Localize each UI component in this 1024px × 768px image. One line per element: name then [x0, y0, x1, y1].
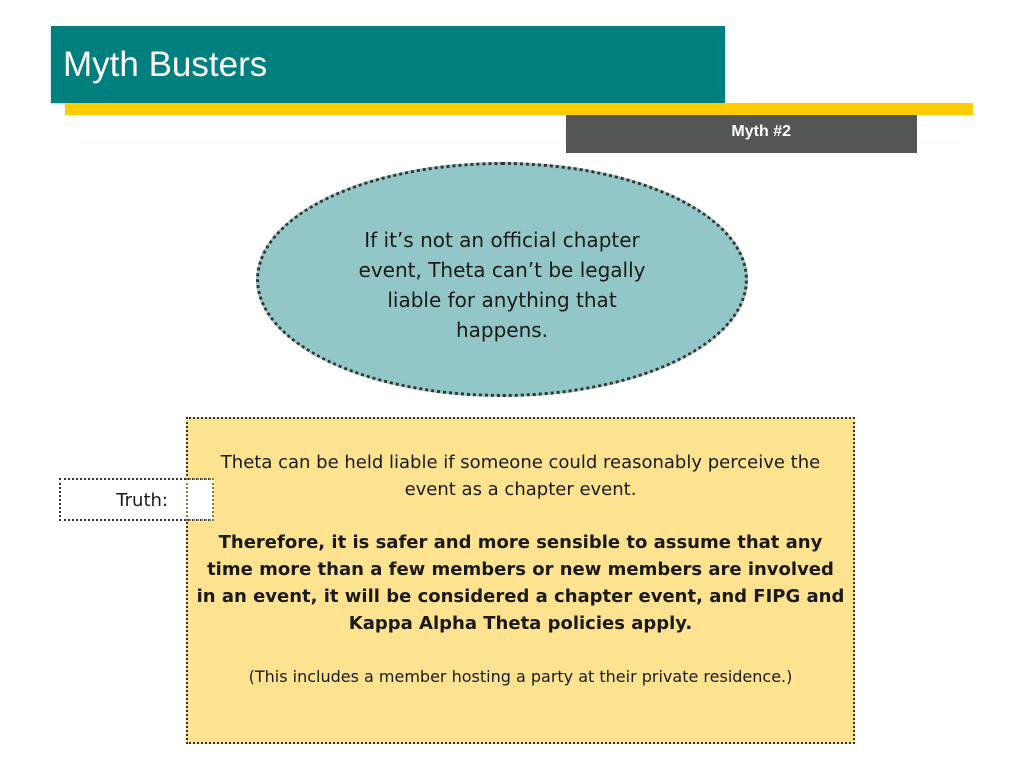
page-title: Myth Busters [63, 45, 268, 84]
myth-label: Myth #2 [731, 123, 791, 140]
truth-paragraph-1: Theta can be held liable if someone coul… [220, 452, 821, 500]
accent-stripe [65, 103, 973, 115]
truth-label: Truth: [116, 490, 168, 511]
myth-ellipse: If it’s not an official chapter event, T… [256, 162, 748, 397]
truth-paragraph-3: (This includes a member hosting a party … [248, 667, 793, 686]
myth-statement: If it’s not an official chapter event, T… [358, 228, 646, 342]
myth-label-box: Myth #2 [566, 115, 917, 153]
truth-box: Theta can be held liable if someone coul… [186, 417, 855, 744]
truth-label-box: Truth: [59, 478, 214, 521]
title-bar: Myth Busters [51, 26, 725, 103]
truth-paragraph-2: Therefore, it is safer and more sensible… [196, 532, 845, 634]
truth-label-overlap-border [186, 478, 214, 521]
